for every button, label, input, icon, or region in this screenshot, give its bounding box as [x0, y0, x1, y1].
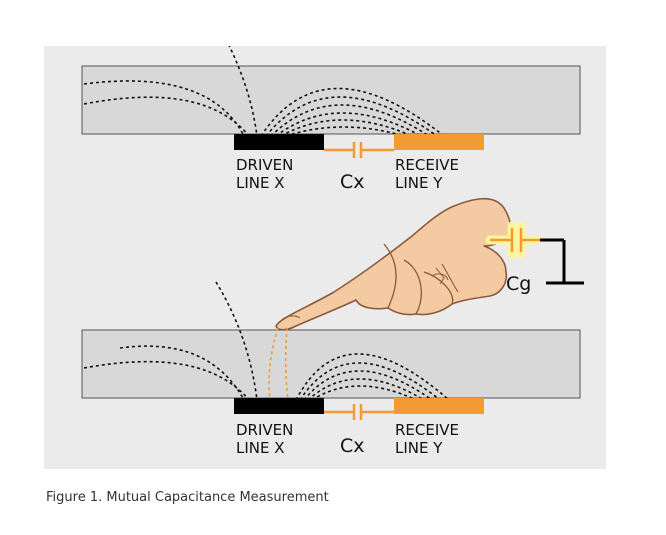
top-overlay-panel [81, 65, 581, 135]
bottom-driven-line-x [234, 398, 324, 414]
figure-caption: Figure 1. Mutual Capacitance Measurement [46, 490, 329, 505]
top-cap-label: Cx [340, 171, 365, 193]
bottom-capacitor-cx [324, 404, 394, 420]
bottom-driven-label-2: LINE X [236, 439, 285, 457]
top-driven-line-x [234, 134, 324, 150]
top-capacitor-cx [324, 142, 394, 158]
top-receive-line-y [394, 134, 484, 150]
bottom-field-lines [83, 281, 450, 401]
top-receive-label-1: RECEIVE [395, 156, 459, 174]
bottom-driven-label-1: DRIVEN [236, 421, 293, 439]
figure-panel: DRIVEN LINE X Cx RECEIVE LINE Y [44, 46, 606, 469]
bottom-receive-label-2: LINE Y [395, 439, 443, 457]
finger-icon [275, 197, 512, 331]
bottom-receive-line-y [394, 398, 484, 414]
ground-cap-label: Cg [506, 273, 531, 295]
bottom-overlay-panel [81, 329, 581, 399]
bottom-receive-label-1: RECEIVE [395, 421, 459, 439]
top-sensor: DRIVEN LINE X Cx RECEIVE LINE Y [81, 46, 581, 193]
top-receive-label-2: LINE Y [395, 174, 443, 192]
ground-capacitor-cg: Cg [485, 221, 584, 295]
bottom-cap-label: Cx [340, 435, 365, 457]
top-field-lines [83, 46, 445, 137]
bottom-sensor: DRIVEN LINE X Cx RECEIVE LINE Y [81, 281, 581, 457]
top-driven-label-2: LINE X [236, 174, 285, 192]
mutual-capacitance-diagram: DRIVEN LINE X Cx RECEIVE LINE Y [44, 46, 606, 469]
top-driven-label-1: DRIVEN [236, 156, 293, 174]
